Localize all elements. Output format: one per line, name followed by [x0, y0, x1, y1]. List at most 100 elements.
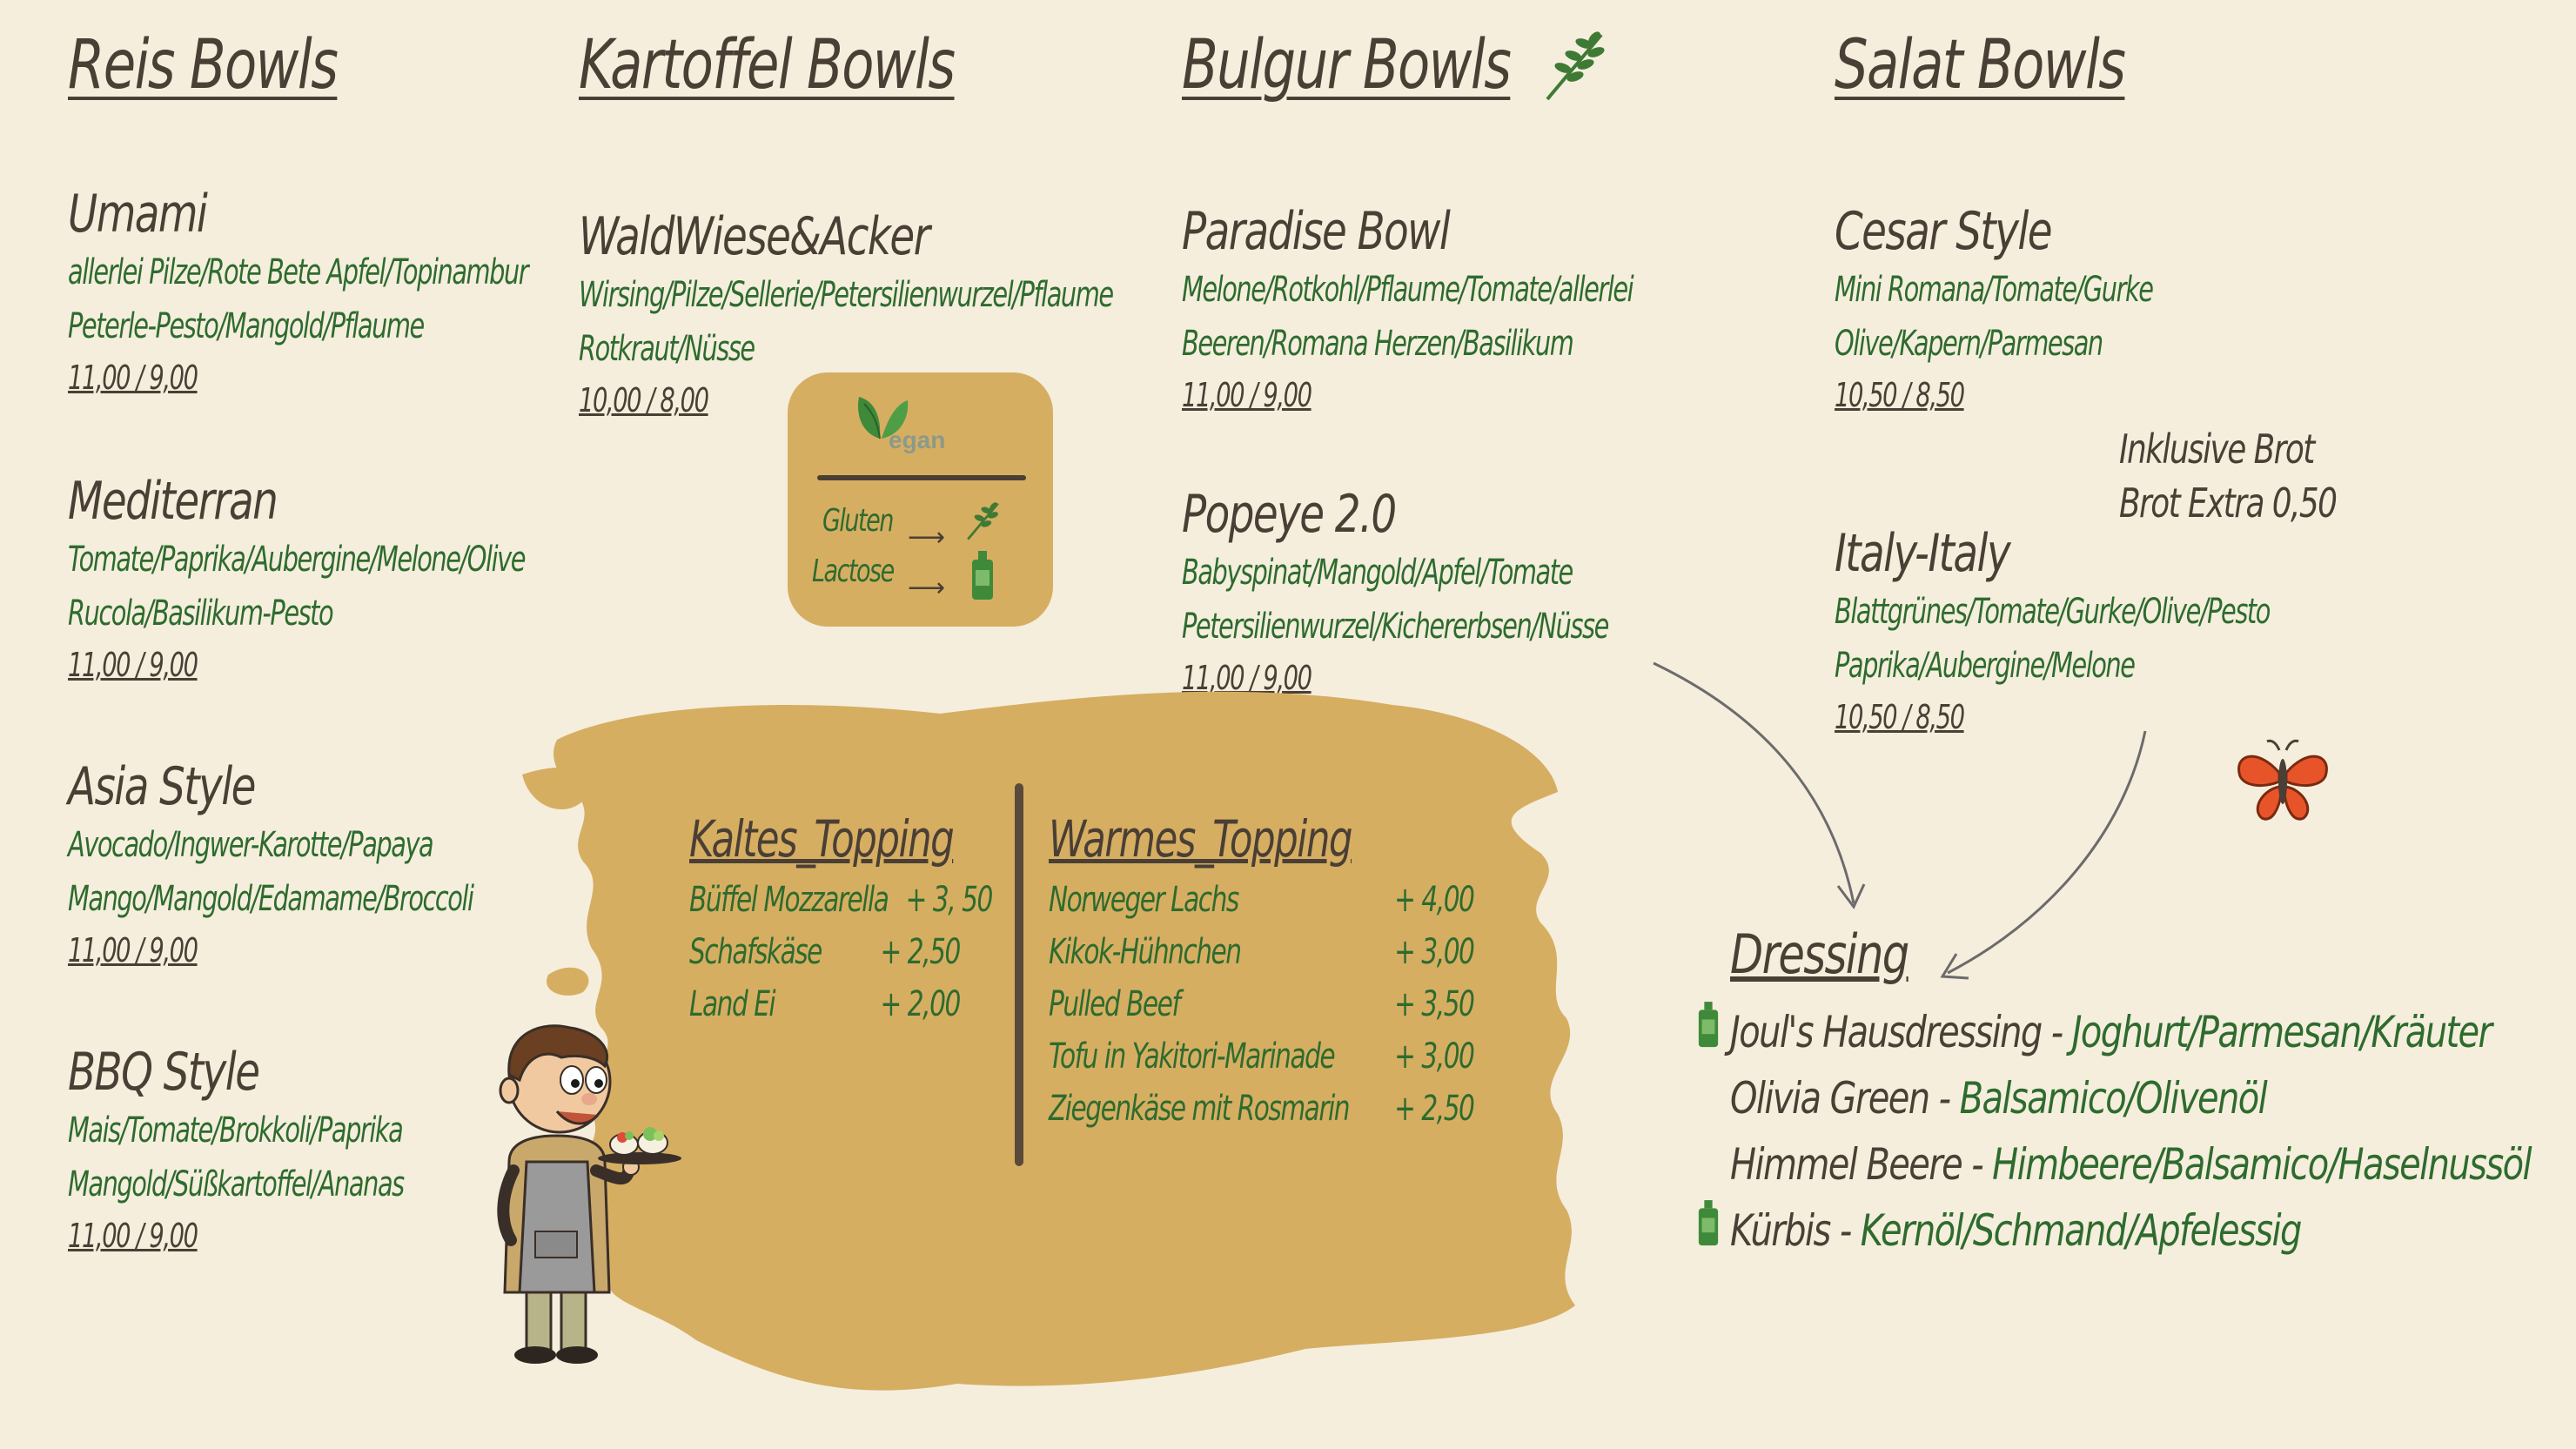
wheat-icon	[967, 502, 999, 540]
bowl-price: 11,00 / 9,00	[68, 931, 198, 969]
vegan-leaf-icon	[858, 397, 909, 439]
dressing-ingredients: Himbeere/Balsamico/Haselnussöl	[1992, 1139, 2532, 1190]
topping-name: Land Ei	[689, 984, 776, 1024]
topping-price: + 2,50	[880, 932, 962, 972]
topping-row: Schafskäse + 2,50	[689, 926, 962, 978]
dressing-separator: -	[2041, 1007, 2072, 1057]
bowl-name: Umami	[68, 184, 208, 245]
dressing-separator: -	[1929, 1073, 1960, 1124]
bowl-asia-style: Asia Style Avocado/Ingwer-Karotte/Papaya…	[68, 755, 677, 975]
bowl-price: 11,00 / 9,00	[68, 646, 198, 684]
bowl-name: Mediterran	[68, 471, 278, 532]
bowl-ingredients: Mais/Tomate/Brokkoli/Paprika	[68, 1110, 404, 1150]
dressing-name: Himmel Beere	[1730, 1139, 1963, 1190]
bottle-icon	[1698, 1200, 1719, 1246]
bowl-price: 10,50 / 8,50	[1835, 698, 1965, 736]
topping-row: Tofu in Yakitori-Marinade + 3,00	[1049, 1030, 1475, 1083]
topping-name: Norweger Lachs	[1049, 880, 1239, 920]
warm-topping-section: Warmes_Topping Norweger Lachs+ 4,00 Kiko…	[1049, 809, 1484, 1135]
topping-row: Ziegenkäse mit Rosmarin+ 2,50	[1049, 1083, 1475, 1135]
bowl-italy-italy: Italy-Italy Blattgrünes/Tomate/Gurke/Oli…	[1835, 522, 2444, 741]
bowl-bbq-style: BBQ Style Mais/Tomate/Brokkoli/Paprika M…	[68, 1041, 677, 1260]
legend-lactose-label: Lactose	[812, 553, 895, 589]
topping-name: Tofu in Yakitori-Marinade	[1049, 1036, 1336, 1077]
bowl-name: WaldWiese&Acker	[579, 206, 930, 267]
dressing-separator: -	[1829, 1205, 1861, 1256]
dressing-item: Olivia Green - Balsamico/Olivenöl	[1730, 1065, 2531, 1131]
bowl-name: Italy-Italy	[1835, 523, 2011, 584]
legend-gluten-label: Gluten	[822, 503, 894, 539]
bowl-ingredients: Olive/Kapern/Parmesan	[1835, 324, 2103, 364]
cold-topping-title: Kaltes_Topping	[689, 809, 955, 869]
topping-price: + 3,00	[1394, 1036, 1475, 1077]
bowl-ingredients: Rotkraut/Nüsse	[579, 329, 755, 369]
bowl-ingredients: Peterle-Pesto/Mangold/Pflaume	[68, 306, 425, 346]
category-reis-title: Reis Bowls	[68, 26, 339, 104]
topping-row: Kikok-Hühnchen+ 3,00	[1049, 926, 1475, 978]
bowl-price: 10,50 / 8,50	[1835, 376, 1965, 414]
bowl-ingredients: Petersilienwurzel/Kichererbsen/Nüsse	[1182, 607, 1609, 647]
arrow-icon: ⟶	[908, 573, 946, 603]
topping-price: + 3, 50	[905, 880, 994, 920]
cold-topping-list: Büffel Mozzarella+ 3, 50 Schafskäse + 2,5…	[689, 874, 1029, 1030]
legend-divider	[817, 475, 1026, 480]
wheat-icon	[1546, 31, 1605, 101]
bowl-ingredients: Mango/Mangold/Edamame/Broccoli	[68, 879, 474, 919]
topping-price: + 2,00	[880, 984, 962, 1024]
bowl-mediterran: Mediterran Tomate/Paprika/Aubergine/Melo…	[68, 470, 677, 689]
bowl-ingredients: Avocado/Ingwer-Karotte/Papaya	[68, 825, 434, 865]
bowl-ingredients: Mangold/Süßkartoffel/Ananas	[68, 1164, 405, 1204]
bowl-name: Cesar Style	[1835, 201, 2053, 262]
bowl-ingredients: Babyspinat/Mangold/Apfel/Tomate	[1182, 553, 1573, 593]
bowl-ingredients: Tomate/Paprika/Aubergine/Melone/Olive	[68, 540, 526, 580]
topping-price: + 2,50	[1394, 1089, 1475, 1129]
bowl-ingredients: Paprika/Aubergine/Melone	[1835, 646, 2136, 686]
bowl-price: 10,00 / 8,00	[579, 381, 709, 419]
cold-topping-section: Kaltes_Topping Büffel Mozzarella+ 3, 50 …	[689, 809, 1029, 1030]
warm-topping-title: Warmes_Topping	[1049, 809, 1353, 869]
dressing-item: Himmel Beere - Himbeere/Balsamico/Haseln…	[1730, 1131, 2532, 1197]
bowl-popeye: Popeye 2.0 Babyspinat/Mangold/Apfel/Toma…	[1182, 483, 1791, 702]
arrow-icon: ⟶	[908, 522, 946, 553]
bowl-ingredients: Melone/Rotkohl/Pflaume/Tomate/allerlei	[1182, 270, 1634, 310]
chef-illustration	[497, 1024, 681, 1364]
topping-name: Schafskäse	[689, 932, 822, 972]
bowl-ingredients: Beeren/Romana Herzen/Basilikum	[1182, 324, 1574, 364]
topping-row: Land Ei + 2,00	[689, 978, 962, 1030]
butterfly-icon	[2237, 739, 2328, 821]
dressing-item: Kürbis - Kernöl/Schmand/Apfelessig	[1730, 1197, 2531, 1264]
dressing-name: Joul's Hausdressing	[1730, 1007, 2043, 1057]
topping-price: + 3,50	[1394, 984, 1475, 1024]
bread-included-text: Inklusive Brot	[2119, 426, 2315, 473]
dressing-item: Joul's Hausdressing - Joghurt/Parmesan/K…	[1730, 999, 2531, 1065]
bowl-cesar-style: Cesar Style Mini Romana/Tomate/Gurke Oli…	[1835, 200, 2444, 419]
dressing-list: Joul's Hausdressing - Joghurt/Parmesan/K…	[1730, 999, 2576, 1264]
bowl-ingredients: Rucola/Basilikum-Pesto	[68, 594, 334, 634]
vegan-label: egan	[889, 426, 946, 453]
bowl-ingredients: Blattgrünes/Tomate/Gurke/Olive/Pesto	[1835, 592, 2271, 632]
dressing-ingredients: Balsamico/Olivenöl	[1959, 1073, 2268, 1124]
vegan-legend-box: egan Gluten ⟶ Lactose ⟶	[788, 372, 1053, 627]
topping-name: Kikok-Hühnchen	[1049, 932, 1242, 972]
bowl-paradise: Paradise Bowl Melone/Rotkohl/Pflaume/Tom…	[1182, 200, 1791, 419]
dressing-separator: -	[1962, 1139, 1993, 1190]
bowl-ingredients: Mini Romana/Tomate/Gurke	[1835, 270, 2154, 310]
topping-row: Büffel Mozzarella+ 3, 50	[689, 874, 994, 926]
bowl-name: BBQ Style	[68, 1042, 260, 1103]
bowl-name: Asia Style	[68, 756, 256, 817]
bowl-waldwiese-acker: WaldWiese&Acker Wirsing/Pilze/Sellerie/P…	[579, 205, 1188, 425]
dressing-ingredients: Kernöl/Schmand/Apfelessig	[1860, 1205, 2303, 1256]
topping-row: Pulled Beef+ 3,50	[1049, 978, 1475, 1030]
category-salat-title: Salat Bowls	[1835, 26, 2126, 104]
bowl-ingredients: Wirsing/Pilze/Sellerie/Petersilienwurzel…	[579, 275, 1114, 315]
dressing-name: Olivia Green	[1730, 1073, 1930, 1124]
bowl-name: Paradise Bowl	[1182, 201, 1451, 262]
topping-brush-background	[522, 691, 1576, 1391]
dressing-name: Kürbis	[1730, 1205, 1831, 1256]
bread-extra-text: Brot Extra 0,50	[2119, 480, 2338, 527]
bread-note: Inklusive Brot Brot Extra 0,50	[2119, 422, 2398, 530]
bowl-umami: Umami allerlei Pilze/Rote Bete Apfel/Top…	[68, 183, 677, 402]
bottle-icon	[1698, 1002, 1719, 1048]
warm-topping-list: Norweger Lachs+ 4,00 Kikok-Hühnchen+ 3,0…	[1049, 874, 1484, 1135]
topping-divider	[1015, 783, 1023, 1166]
